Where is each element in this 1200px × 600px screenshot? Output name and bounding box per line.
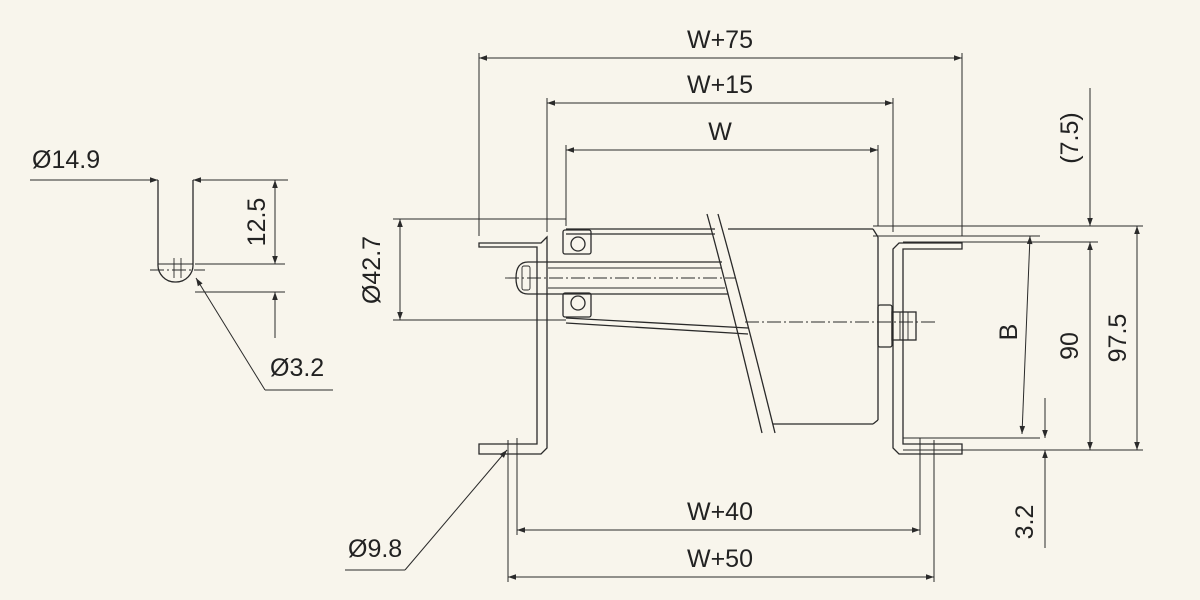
dim-b: B [995,324,1023,341]
dim-dia-42-7-lines [393,218,566,321]
dim-dia-9-8: Ø9.8 [348,535,402,563]
dim-dia-42-7: Ø42.7 [358,236,386,304]
dim-height-12-5: 12.5 [243,198,271,247]
dim-w: W [708,118,732,146]
dim-w-plus-50: W+50 [687,545,753,573]
dim-w-plus-75: W+75 [687,26,753,54]
dim-height-7-5: (7.5) [1056,112,1084,163]
dim-height-97-5: 97.5 [1104,314,1132,363]
vertical-dimensions [873,88,1143,548]
shaft [505,261,935,323]
dim-w-plus-40: W+40 [687,498,753,526]
frame-bracket-left [478,235,548,455]
roller-tube [565,213,879,434]
frame-bracket-right [892,242,963,455]
dim-dia-9-8-leader [345,449,508,571]
dim-height-90: 90 [1056,332,1084,360]
dim-dia-14-9: Ø14.9 [32,146,100,174]
horizontal-dimensions [478,53,963,582]
dim-w-plus-15: W+15 [687,71,753,99]
bearing [562,229,592,318]
shaft-end-detail [30,177,333,391]
dim-thickness-3-2: 3.2 [1011,505,1039,540]
axle-nut [877,304,917,348]
dim-dia-3-2: Ø3.2 [270,354,324,382]
